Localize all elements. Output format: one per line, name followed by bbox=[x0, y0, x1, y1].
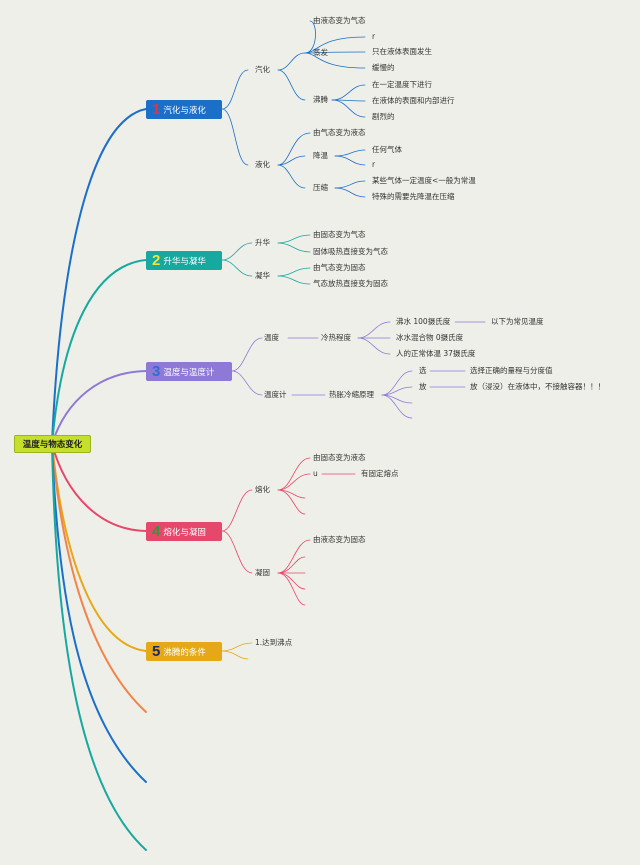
topic-feiteng[interactable]: 沸腾 bbox=[313, 95, 328, 104]
main-node-5-label: 沸腾的条件 bbox=[163, 647, 206, 658]
topic-yasuo[interactable]: 压缩 bbox=[313, 183, 328, 192]
leaf-rh2[interactable]: u bbox=[313, 469, 318, 478]
main-node-4[interactable]: 4 熔化与凝固 bbox=[146, 522, 222, 541]
leaf-xuan[interactable]: 选 bbox=[419, 366, 427, 375]
branch-line-4 bbox=[51, 443, 147, 532]
branch-line-3 bbox=[51, 370, 147, 445]
leaf-w2[interactable]: 冰水混合物 0摄氏度 bbox=[396, 333, 464, 342]
node-number-1: 1 bbox=[152, 101, 161, 118]
main-node-2-label: 升华与凝华 bbox=[163, 256, 206, 267]
leaf-jw1[interactable]: 任何气体 bbox=[372, 145, 402, 154]
leaf-fang[interactable]: 放 bbox=[419, 382, 427, 391]
leaf-rh1[interactable]: 由固态变为液态 bbox=[313, 453, 366, 462]
node-number-4: 4 bbox=[152, 523, 161, 540]
main-node-3-label: 温度与温度计 bbox=[163, 367, 215, 378]
note-common-temps[interactable]: 以下为常见温度 bbox=[491, 317, 544, 326]
leaf-nh2[interactable]: 气态放热直接变为固态 bbox=[313, 279, 388, 288]
topic-qihua[interactable]: 汽化 bbox=[255, 65, 270, 74]
branch-4-lines bbox=[221, 457, 356, 606]
leaf-w3[interactable]: 人的正常体温 37摄氏度 bbox=[396, 349, 476, 358]
leaf-ft1[interactable]: 在一定温度下进行 bbox=[372, 80, 432, 89]
branch-2-lines bbox=[221, 234, 311, 285]
leaf-jw2[interactable]: r bbox=[372, 160, 376, 169]
main-node-1-label: 汽化与液化 bbox=[163, 105, 206, 116]
leaf-ys2[interactable]: 特殊的需要先降温在压缩 bbox=[372, 192, 455, 201]
main-node-5[interactable]: 5 沸腾的条件 bbox=[146, 642, 222, 661]
leaf-sh2[interactable]: 固体吸热直接变为气态 bbox=[313, 247, 388, 256]
topic-yehua[interactable]: 液化 bbox=[255, 160, 270, 169]
leaf-fang-detail[interactable]: 放（浸没）在液体中，不接触容器！！！ bbox=[470, 382, 605, 391]
topic-shenghua[interactable]: 升华 bbox=[255, 238, 270, 247]
leaf-rh2b[interactable]: 有固定熔点 bbox=[361, 469, 399, 478]
topic-jiangwen[interactable]: 降温 bbox=[313, 151, 328, 160]
leaf-zf1[interactable]: 由液态变为气态 bbox=[313, 16, 366, 25]
extra-line-teal bbox=[51, 443, 147, 851]
leaf-zf4[interactable]: 缓慢的 bbox=[372, 63, 395, 72]
leaf-xuan-detail[interactable]: 选择正确的量程与分度值 bbox=[470, 366, 553, 375]
topic-ninghua[interactable]: 凝华 bbox=[255, 271, 270, 280]
leaf-ys1[interactable]: 某些气体一定温度<一般为常温 bbox=[372, 176, 476, 185]
leaf-w1[interactable]: 沸水 100摄氏度 bbox=[396, 317, 451, 326]
leaf-sh1[interactable]: 由固态变为气态 bbox=[313, 230, 366, 239]
topic-wenduji[interactable]: 温度计 bbox=[264, 390, 287, 399]
main-node-3[interactable]: 3 温度与温度计 bbox=[146, 362, 232, 381]
topic-lenre[interactable]: 冷热程度 bbox=[321, 333, 351, 342]
branch-3-lines bbox=[231, 321, 486, 419]
main-branch-lines bbox=[51, 108, 147, 851]
extra-line-orange bbox=[51, 443, 147, 713]
topic-wendu[interactable]: 温度 bbox=[264, 333, 279, 342]
node-number-3: 3 bbox=[152, 363, 161, 380]
leaf-zf3[interactable]: 只在液体表面发生 bbox=[372, 47, 432, 56]
branch-5-lines bbox=[221, 642, 253, 660]
leaf-yh1[interactable]: 由气态变为液态 bbox=[313, 128, 366, 137]
leaf-c1[interactable]: 1.达到沸点 bbox=[255, 638, 293, 647]
leaf-ng1[interactable]: 由液态变为固态 bbox=[313, 535, 366, 544]
branch-line-1 bbox=[51, 108, 147, 445]
leaf-nh1[interactable]: 由气态变为固态 bbox=[313, 263, 366, 272]
main-node-1[interactable]: 1 汽化与液化 bbox=[146, 100, 222, 119]
leaf-ft2[interactable]: 在液体的表面和内部进行 bbox=[372, 96, 455, 105]
topic-ronghua[interactable]: 熔化 bbox=[255, 485, 270, 494]
extra-line-blue bbox=[51, 443, 147, 783]
topic-zhengfa[interactable]: 蒸发 bbox=[313, 48, 328, 57]
branch-line-2 bbox=[51, 259, 147, 445]
leaf-zf2[interactable]: r bbox=[372, 32, 376, 41]
leaf-ft3[interactable]: 剧烈的 bbox=[372, 112, 395, 121]
node-number-2: 2 bbox=[152, 252, 161, 269]
main-node-4-label: 熔化与凝固 bbox=[163, 527, 206, 538]
root-node[interactable]: 温度与物态变化 bbox=[14, 435, 91, 453]
branch-1-lines bbox=[221, 20, 366, 198]
node-number-5: 5 bbox=[152, 643, 161, 660]
main-node-2[interactable]: 2 升华与凝华 bbox=[146, 251, 222, 270]
topic-ninggu[interactable]: 凝固 bbox=[255, 568, 270, 577]
topic-yuanli[interactable]: 热胀冷缩原理 bbox=[329, 390, 374, 399]
